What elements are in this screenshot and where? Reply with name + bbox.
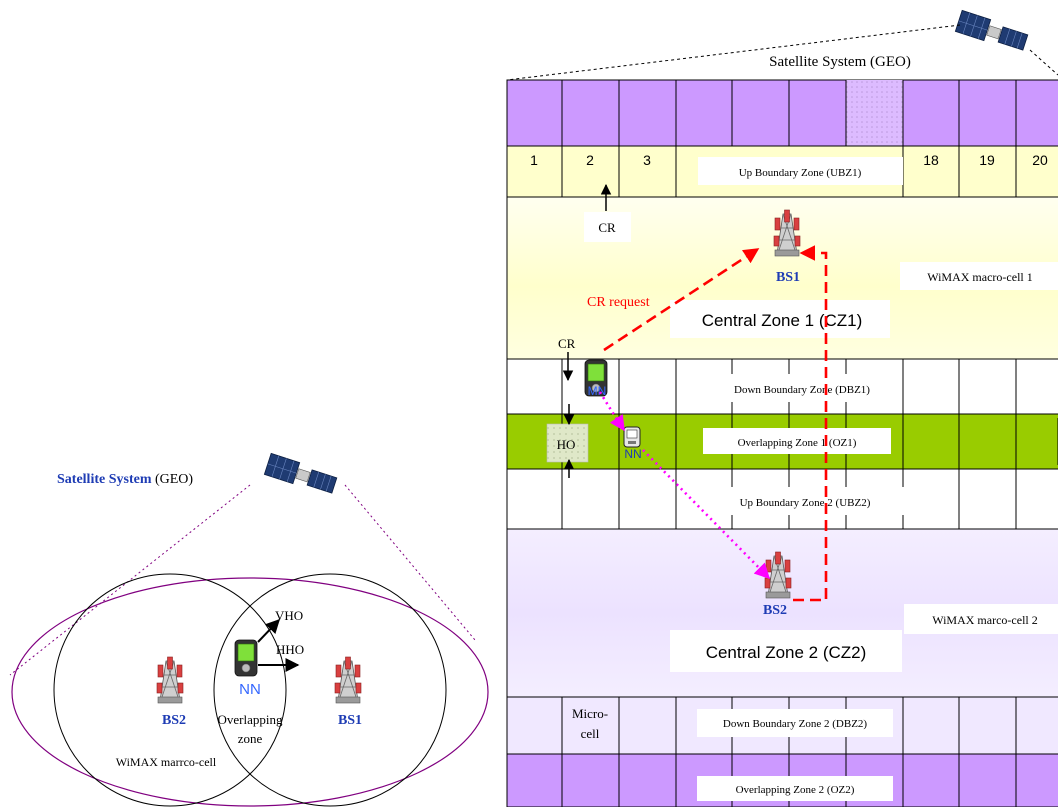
macrocell1-label: WiMAX macro-cell 1 [927,270,1032,284]
bs2-tower-icon [157,657,183,703]
cell-number-20: 20 [1032,152,1048,168]
left-nn-label: NN [239,681,261,698]
cell-number-2: 2 [586,152,594,168]
cell-number-18: 18 [923,152,939,168]
microcell-label-line2: cell [581,726,600,741]
right-beam-line-right [1030,50,1058,75]
overlap-label-line1: Overlapping [218,712,283,727]
highlighted-cell [846,80,903,146]
left-satellite-label: Satellite System (GEO) [57,472,193,487]
microcell-label-line1: Micro- [572,706,608,721]
right-beam-line-left [507,25,960,80]
macrocell2-label: WiMAX marco-cell 2 [932,613,1037,627]
cell-number-1: 1 [530,152,538,168]
left-figure: Satellite System (GEO) BS2 BS1 NN VHO HH… [10,453,488,806]
nn-device-icon [624,427,640,447]
right-figure: Satellite System (GEO) [507,10,1058,807]
cell-number-19: 19 [979,152,995,168]
left-nn-device-icon [235,640,257,676]
bs1-tower-icon [335,657,361,703]
cr-left-label: CR [558,336,576,351]
dbz1-label: Down Boundary Zone (DBZ1) [734,384,870,396]
left-bs2-label: BS2 [162,713,186,728]
mn-label: MN [588,384,607,398]
right-beam-line [345,485,475,640]
dbz2-label: Down Boundary Zone 2 (DBZ2) [723,718,868,730]
cr-top-label: CR [598,220,616,235]
cell-number-3: 3 [643,152,651,168]
right-nn-label: NN [624,447,641,461]
vho-label: VHO [275,608,303,623]
oz2-label: Overlapping Zone 2 (OZ2) [736,784,855,796]
ubz1-label: Up Boundary Zone (UBZ1) [739,167,862,179]
right-bs2-label: BS2 [763,603,787,618]
ubz2-label: Up Boundary Zone 2 (UBZ2) [740,497,871,509]
cz1-label: Central Zone 1 (CZ1) [702,311,863,330]
left-macrocell-label: WiMAX marrco-cell [116,755,217,769]
hho-label: HHO [276,642,304,657]
right-satellite-label: Satellite System (GEO) [769,54,911,70]
ho-label: HO [557,437,576,452]
vho-arrow [258,620,279,642]
left-beam-line [10,485,250,675]
left-satellite-icon [264,453,337,496]
right-bs1-label: BS1 [776,270,800,285]
overlap-label-line2: zone [238,731,263,746]
cz2-label: Central Zone 2 (CZ2) [706,643,867,662]
oz1-label: Overlapping Zone 1 (OZ1) [738,437,857,449]
top-purple-band [507,80,1058,146]
right-satellite-icon [955,10,1028,53]
left-bs1-label: BS1 [338,713,362,728]
cr-request-label: CR request [587,295,650,310]
